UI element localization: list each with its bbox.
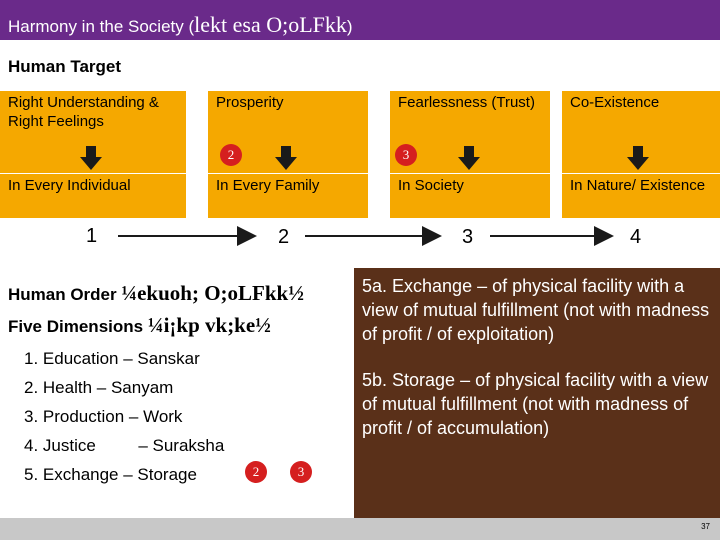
title-hindi: lekt esa O;oLFkk: [194, 12, 347, 37]
badge-fearlessness: 3: [395, 144, 417, 166]
box-society: In Society: [390, 174, 550, 218]
down-arrow-icon: [275, 146, 297, 170]
box-label: In Every Individual: [8, 177, 131, 194]
badge-prosperity: 2: [220, 144, 242, 166]
badge-storage: 3: [290, 461, 312, 483]
subtitle: Human Target: [8, 57, 122, 76]
box-every-individual: In Every Individual: [0, 174, 186, 218]
down-arrow-icon: [80, 146, 102, 170]
storage-text: 5b. Storage – of physical facility with …: [362, 370, 709, 438]
box-label: In Society: [398, 177, 464, 194]
box-right-understanding: Right Understanding & Right Feelings: [0, 91, 186, 173]
box-label: Prosperity: [216, 94, 284, 111]
box-nature: In Nature/ Existence: [562, 174, 720, 218]
human-order-label: Human Order: [8, 285, 122, 304]
sequence-number: 1: [86, 225, 98, 247]
title-english: Harmony in the Society (: [8, 17, 195, 36]
five-dimensions-heading: Five Dimensions ¼i¡kp vk;ke½: [8, 313, 271, 338]
box-every-family: In Every Family: [208, 174, 368, 218]
sequence-number: 2: [278, 226, 290, 248]
title-bar: [0, 0, 720, 40]
human-order-hindi: ¼ekuoh; O;oLFkk½: [121, 281, 304, 305]
dimension-list: 1. Education – Sanskar 2. Health – Sanya…: [24, 344, 224, 489]
sequence-number: 3: [462, 226, 474, 248]
badge-exchange: 2: [245, 461, 267, 483]
human-order-heading: Human Order ¼ekuoh; O;oLFkk½: [8, 281, 304, 306]
box-label: Right Understanding & Right Feelings: [8, 94, 159, 130]
list-item: 4. Justice – Suraksha: [24, 436, 225, 455]
slide-title: Harmony in the Society (lekt esa O;oLFkk…: [8, 12, 353, 38]
sequence-number: 4: [630, 226, 642, 248]
list-item: 2. Health – Sanyam: [24, 378, 174, 397]
title-close: ): [346, 17, 353, 36]
down-arrow-icon: [627, 146, 649, 170]
box-label: Co-Existence: [570, 94, 660, 111]
list-item: 5. Exchange – Storage: [24, 465, 197, 484]
exchange-storage-panel: 5a. Exchange – of physical facility with…: [354, 268, 720, 518]
exchange-text: 5a. Exchange – of physical facility with…: [362, 276, 710, 344]
list-item: 1. Education – Sanskar: [24, 349, 200, 368]
five-dimensions-hindi: ¼i¡kp vk;ke½: [147, 313, 271, 337]
box-fearlessness: Fearlessness (Trust): [390, 91, 550, 173]
box-label: Fearlessness (Trust): [398, 94, 535, 111]
five-dimensions-label: Five Dimensions: [8, 317, 148, 336]
list-item: 3. Production – Work: [24, 407, 183, 426]
down-arrow-icon: [458, 146, 480, 170]
page-number: 37: [701, 522, 710, 531]
box-label: In Every Family: [216, 177, 320, 194]
box-label: In Nature/ Existence: [570, 177, 706, 194]
footer-bar: [0, 518, 720, 540]
